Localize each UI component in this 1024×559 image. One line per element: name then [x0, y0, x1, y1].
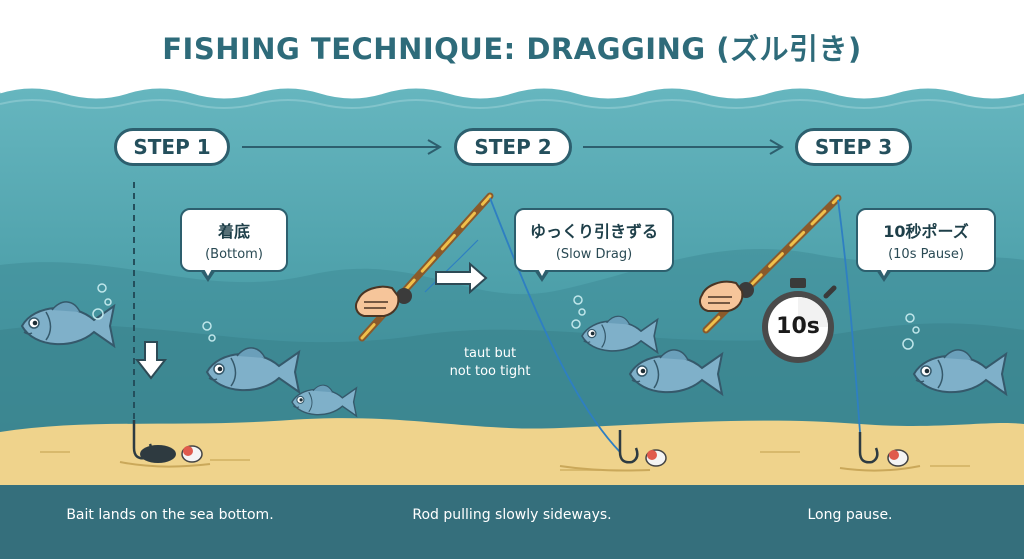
sinker-icon	[140, 445, 176, 463]
speech-bubble-step1: 着底 (Bottom)	[180, 208, 288, 282]
bubble-en-text: (10s Pause)	[888, 247, 964, 262]
rod-step2	[355, 192, 621, 453]
step-1-badge: STEP 1	[114, 128, 230, 166]
step-2-badge: STEP 2	[454, 128, 572, 166]
bubble-en-text: (Bottom)	[205, 247, 263, 262]
bait-icon	[645, 449, 667, 467]
bubble-jp-text: 着底	[217, 222, 250, 241]
line-tension-note: taut but not too tight	[430, 345, 550, 381]
caption-step1: Bait lands on the sea bottom.	[66, 507, 274, 523]
stopwatch-icon	[762, 278, 837, 363]
timer-label: 10s	[776, 314, 820, 339]
caption-step3: Long pause.	[807, 507, 893, 523]
rod-step3	[699, 194, 861, 433]
bait-rig-step3	[839, 432, 921, 472]
hook-icon	[858, 432, 879, 464]
bait-rig-step1	[119, 420, 211, 468]
bubble-jp-text: 10秒ポーズ	[883, 222, 969, 241]
speech-bubble-step3: 10秒ポーズ (10s Pause)	[856, 208, 996, 282]
fishing-line	[837, 199, 861, 433]
bubble-jp-text: ゆっくり引きずる	[529, 222, 658, 241]
wave-line	[0, 85, 1024, 99]
page-title: FISHING TECHNIQUE: DRAGGING (ズル引き)	[162, 32, 862, 66]
bubble-en-text: (Slow Drag)	[555, 247, 633, 262]
fishing-line	[489, 197, 621, 453]
step-3-badge: STEP 3	[795, 128, 912, 166]
hook-icon	[618, 430, 639, 464]
right-arrow-icon	[242, 139, 784, 155]
footer-band	[0, 485, 1024, 559]
down-arrow-icon	[134, 341, 168, 380]
note-line-1: taut but	[463, 346, 517, 361]
bait-icon	[181, 445, 203, 463]
sand-floor	[0, 418, 1024, 485]
note-line-2: not too tight	[449, 364, 531, 379]
speech-bubble-step2: ゆっくり引きずる (Slow Drag)	[514, 208, 674, 282]
caption-step2: Rod pulling slowly sideways.	[412, 507, 612, 523]
right-arrow-icon	[435, 261, 488, 295]
bait-rig-step2	[559, 430, 667, 472]
bubbles	[92, 283, 920, 350]
bait-icon	[887, 449, 909, 467]
